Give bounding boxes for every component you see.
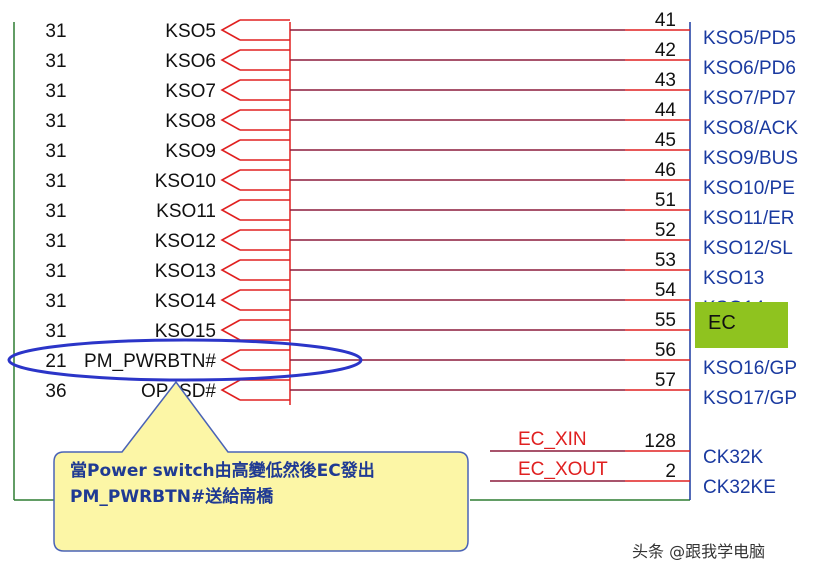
pin-number: 52 xyxy=(655,220,676,241)
connector-symbol xyxy=(220,169,290,191)
net-name: KSO5 xyxy=(165,21,216,42)
pin-number: 55 xyxy=(655,310,676,331)
sheet-number: 31 xyxy=(45,231,66,252)
sheet-number: 36 xyxy=(45,381,66,402)
pin-number: 46 xyxy=(655,160,676,181)
port-name: KSO9/BUS xyxy=(703,148,798,169)
pwrbtn-highlight-ellipse xyxy=(7,338,363,382)
port-name: KSO11/ER xyxy=(703,208,795,229)
ec-highlight-box xyxy=(695,302,788,348)
sheet-number: 31 xyxy=(45,111,66,132)
net-name: KSO11 xyxy=(156,201,216,222)
pin-number: 44 xyxy=(655,100,677,121)
net-name: KSO14 xyxy=(155,291,217,312)
sheet-number: 31 xyxy=(45,321,66,342)
sheet-number: 31 xyxy=(45,201,66,222)
callout-text: 當Power switch由高變低然後EC發出 PM_PWRBTN#送給南橋 xyxy=(70,458,460,510)
callout-line-1: 當Power switch由高變低然後EC發出 xyxy=(70,461,375,481)
sheet-number: 31 xyxy=(45,21,66,42)
sheet-number: 31 xyxy=(45,51,66,72)
watermark: 头条 @跟我学电脑 xyxy=(632,542,766,561)
connector-symbol xyxy=(220,289,290,311)
ec-label: EC xyxy=(708,312,736,334)
clock-net-name: EC_XOUT xyxy=(518,459,608,480)
callout-bubble xyxy=(53,380,469,552)
net-name: KSO15 xyxy=(155,321,216,342)
pin-number: 51 xyxy=(655,190,676,211)
sheet-number: 31 xyxy=(45,261,66,282)
port-name: KSO12/SL xyxy=(703,238,793,259)
net-name: KSO9 xyxy=(165,141,216,162)
signal-row: 31 KSO15 55 xyxy=(45,310,690,342)
pin-number: 43 xyxy=(655,70,676,91)
port-name: KSO8/ACK xyxy=(703,118,798,139)
pin-number: 56 xyxy=(655,340,676,361)
connector-symbol xyxy=(220,49,290,71)
connector-symbol xyxy=(220,319,290,341)
port-name: KSO6/PD6 xyxy=(703,58,796,79)
port-name: KSO17/GP xyxy=(703,388,797,409)
connector-symbol xyxy=(220,19,290,41)
port-name: CK32K xyxy=(703,447,764,468)
callout-line-2: PM_PWRBTN#送給南橋 xyxy=(70,487,274,507)
net-name: KSO7 xyxy=(165,81,216,102)
pin-number: 41 xyxy=(655,10,676,31)
pin-number: 128 xyxy=(644,431,676,452)
connector-symbol xyxy=(220,259,290,281)
port-name: KSO13 xyxy=(703,268,764,289)
port-name: CK32KE xyxy=(703,477,776,498)
port-name: KSO7/PD7 xyxy=(703,88,796,109)
connector-symbol xyxy=(220,109,290,131)
connector-symbol xyxy=(220,379,290,401)
port-name: KSO5/PD5 xyxy=(703,28,796,49)
net-name: KSO12 xyxy=(155,231,216,252)
connector-symbol xyxy=(220,79,290,101)
port-name: KSO10/PE xyxy=(703,178,795,199)
connector-symbol xyxy=(220,229,290,251)
net-name: KSO13 xyxy=(155,261,216,282)
pin-number: 54 xyxy=(655,280,677,301)
pin-number: 57 xyxy=(655,370,676,391)
clock-net-name: EC_XIN xyxy=(518,429,587,450)
pin-number: 42 xyxy=(655,40,676,61)
sheet-number: 31 xyxy=(45,81,66,102)
sheet-number: 31 xyxy=(45,171,66,192)
net-name: KSO8 xyxy=(165,111,216,132)
net-name: KSO10 xyxy=(155,171,216,192)
connector-symbol xyxy=(220,139,290,161)
connector-symbol xyxy=(220,199,290,221)
sheet-frame xyxy=(13,22,690,501)
net-name: KSO6 xyxy=(165,51,216,72)
pin-number: 53 xyxy=(655,250,676,271)
sheet-number: 31 xyxy=(45,141,66,162)
pin-number: 2 xyxy=(665,461,676,482)
connector-symbol xyxy=(220,349,290,371)
pin-number: 45 xyxy=(655,130,676,151)
net-name: PM_PWRBTN# xyxy=(84,351,216,372)
sheet-number: 21 xyxy=(45,351,66,372)
port-name: KSO16/GP xyxy=(703,358,797,379)
sheet-number: 31 xyxy=(45,291,66,312)
